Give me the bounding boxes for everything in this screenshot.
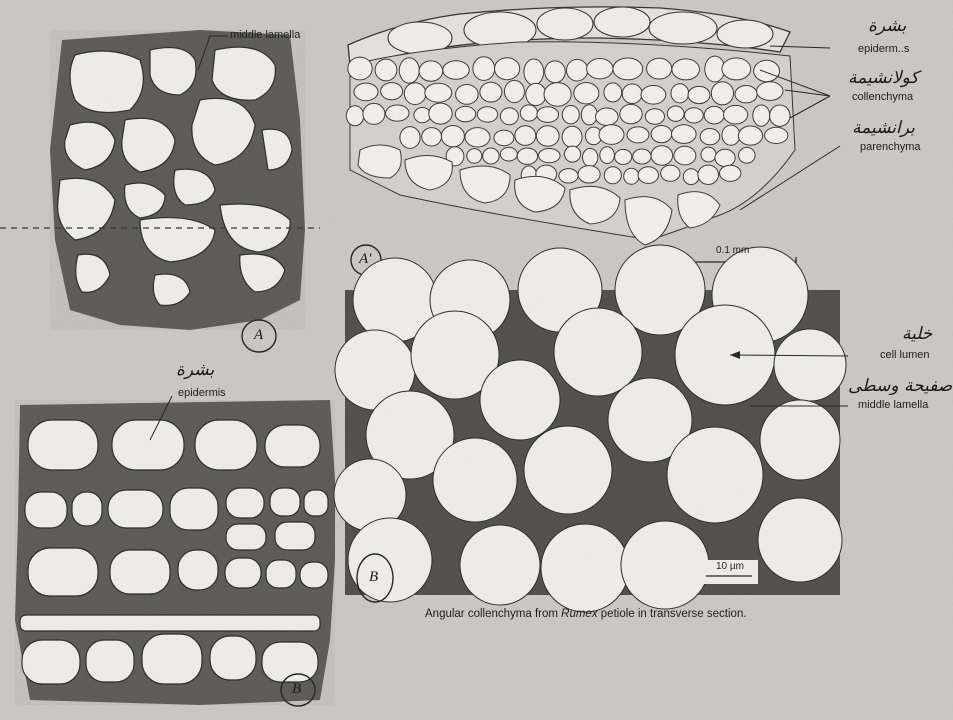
caption-suffix: petiole in transverse section. [598,608,747,620]
caption-genus: Rumex [561,608,597,620]
panel-mark-b2: B [369,570,378,585]
arabic-cell-lumen: خلية [902,326,932,343]
arabic-middle-lamella: صفيحة وسطى [848,378,952,395]
panel-mark-a-prime: A' [359,252,371,267]
label-parenchyma: parenchyma [860,142,921,153]
scale-label-top: 0.1 mm [716,246,749,256]
arabic-epidermis: بشرة [868,18,906,35]
label-epidermis-b: epidermis [178,388,226,399]
label-collenchyma: collenchyma [852,92,913,103]
arabic-epidermis-b: بشرة [176,362,214,379]
figure-caption: Angular collenchyma from Rumex petiole i… [425,608,747,620]
arabic-collenchyma: كولانشيمة [848,70,919,87]
label-cell-lumen: cell lumen [880,350,930,361]
label-middle-lamella-c: middle lamella [858,400,928,411]
arabic-parenchyma: برانشيمة [852,120,915,137]
label-epidermis-a-prime: epiderm..s [858,44,909,55]
panel-mark-b: B [292,682,301,697]
scale-label-bottom: 10 µm [716,562,744,572]
panel-mark-a: A [254,328,263,343]
label-middle-lamella-a: middle lamella [230,30,300,41]
caption-prefix: Angular collenchyma from [425,608,561,620]
